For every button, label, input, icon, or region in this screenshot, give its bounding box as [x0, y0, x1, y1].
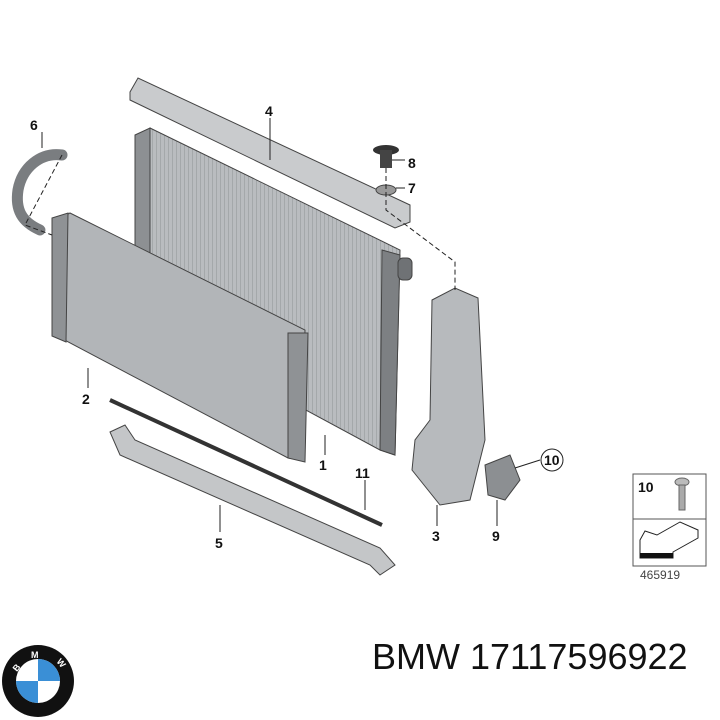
callout-9: 9 — [492, 528, 500, 544]
part-3-support — [411, 287, 486, 506]
callout-3: 3 — [432, 528, 440, 544]
svg-text:M: M — [31, 650, 39, 660]
diagram-number: 465919 — [640, 568, 681, 582]
part-5-lower-bracket — [109, 424, 396, 576]
part-9-holder — [484, 454, 521, 501]
callout-7: 7 — [408, 180, 416, 196]
callout-11: 11 — [355, 465, 370, 481]
callout-10: 10 — [544, 452, 560, 468]
inset-part-10: 10 — [632, 473, 707, 567]
callout-5: 5 — [215, 535, 223, 551]
part-caption: BMW 17117596922 — [372, 636, 688, 677]
inset-label: 10 — [638, 479, 654, 495]
part-8-grommet — [373, 145, 399, 168]
bmw-logo: M B W — [2, 645, 74, 717]
callout-4: 4 — [265, 103, 273, 119]
svg-text:B: B — [11, 662, 23, 674]
part-2-auxiliary-radiator — [51, 212, 309, 463]
callout-8: 8 — [408, 155, 416, 171]
callout-6: 6 — [30, 117, 38, 133]
callout-1: 1 — [319, 457, 327, 473]
part-11-seal — [109, 398, 383, 527]
part-6-hose — [11, 149, 68, 236]
callout-2: 2 — [82, 391, 90, 407]
